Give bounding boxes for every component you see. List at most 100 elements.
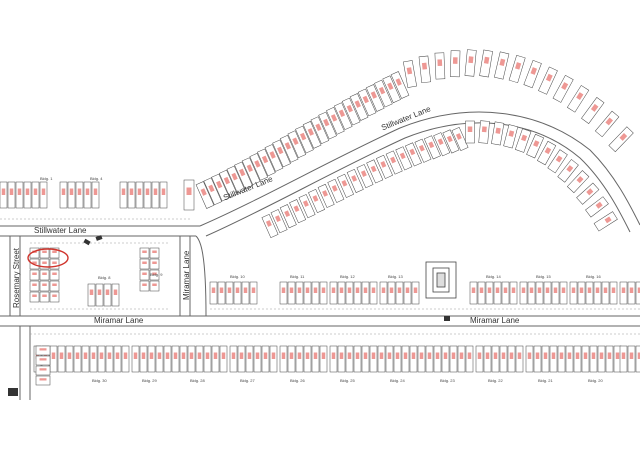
unit-number-mark — [579, 287, 584, 293]
unit-number-mark — [263, 352, 268, 359]
unit-number-mark — [495, 287, 500, 293]
unit-number-mark — [575, 352, 580, 359]
unit-blocks — [0, 49, 640, 386]
unit-number-mark — [595, 287, 600, 293]
unit-number-mark — [599, 352, 604, 359]
unit-number-mark — [535, 352, 540, 359]
unit-number-mark — [254, 160, 261, 168]
unit-number-mark — [607, 352, 612, 359]
unit-number-mark — [521, 134, 528, 142]
unit-number-mark — [32, 294, 37, 297]
unit-number-mark — [142, 283, 147, 286]
unit-number-mark — [213, 352, 218, 359]
unit-number-mark — [32, 272, 37, 275]
unit-number-mark — [455, 133, 462, 140]
unit-number-mark — [25, 188, 30, 195]
unit-number-mark — [443, 352, 448, 359]
unit-number-mark — [312, 195, 319, 202]
unit-number-mark — [97, 289, 102, 295]
unit-number-mark — [289, 287, 294, 293]
unit-number-mark — [629, 352, 634, 359]
unit-number-mark — [157, 352, 162, 359]
unit-number-mark — [284, 210, 291, 218]
building-label: Bldg. 1 — [40, 176, 53, 181]
unit-number-mark — [221, 352, 226, 359]
unit-number-mark — [379, 352, 384, 359]
unit-number-mark — [197, 352, 202, 359]
miramar-lane-vertical-label: Miramar Lane — [182, 250, 191, 300]
unit-number-mark — [621, 352, 626, 359]
unit-number-mark — [331, 185, 338, 192]
building-label: Bldg. 28 — [190, 378, 205, 383]
unit-number-mark — [451, 352, 456, 359]
unit-number-mark — [360, 170, 367, 177]
unit-number-mark — [351, 175, 358, 182]
unit-number-mark — [231, 352, 236, 359]
unit-number-mark — [1, 188, 6, 195]
unit-number-mark — [370, 91, 378, 99]
unit-number-mark — [395, 78, 402, 86]
building-label: Bldg. 9 — [150, 272, 163, 277]
unit-number-mark — [186, 187, 192, 195]
unit-number-mark — [611, 287, 616, 293]
unit-number-mark — [605, 117, 614, 126]
unit-number-mark — [511, 287, 516, 293]
miramar-lane-east-label: Miramar Lane — [470, 316, 520, 325]
unit-number-mark — [261, 155, 269, 164]
unit-number-mark — [91, 352, 96, 359]
building-label: Bldg. 27 — [240, 378, 255, 383]
unit-number-mark — [115, 352, 120, 359]
unit-number-mark — [277, 146, 284, 155]
unit-number-mark — [501, 352, 506, 359]
unit-number-mark — [590, 103, 599, 112]
building-label: Bldg. 14 — [486, 274, 501, 279]
unit-number-mark — [452, 57, 458, 64]
unit-number-mark — [362, 95, 369, 104]
unit-number-mark — [409, 148, 416, 156]
unit-number-mark — [52, 294, 57, 297]
unit-number-mark — [289, 352, 294, 359]
unit-number-mark — [559, 352, 564, 359]
unit-number-mark — [561, 287, 566, 293]
unit-number-mark — [152, 272, 157, 275]
unit-number-mark — [428, 141, 435, 149]
unit-number-mark — [389, 287, 394, 293]
unit-number-mark — [223, 176, 231, 185]
unit-number-mark — [347, 287, 352, 293]
unit-number-mark — [293, 205, 300, 212]
building-label: Bldg. 23 — [440, 378, 455, 383]
unit-number-mark — [239, 168, 246, 177]
unit-number-mark — [243, 287, 248, 293]
unit-number-mark — [142, 272, 147, 275]
unit-number-mark — [246, 164, 253, 172]
unit-number-mark — [105, 289, 110, 295]
building-label: Bldg. 30 — [92, 378, 107, 383]
unit-number-mark — [216, 180, 223, 189]
unit-number-mark — [208, 184, 215, 193]
unit-number-mark — [403, 352, 408, 359]
unit-number-mark — [32, 283, 37, 286]
unit-number-mark — [152, 261, 157, 264]
unit-number-mark — [9, 188, 14, 195]
unit-number-mark — [52, 283, 57, 286]
unit-number-mark — [297, 287, 302, 293]
unit-number-mark — [313, 352, 318, 359]
unit-number-mark — [551, 352, 556, 359]
unit-number-mark — [437, 138, 444, 146]
building-label: Bldg. 25 — [340, 378, 355, 383]
building-label: Bldg. 26 — [290, 378, 305, 383]
unit-number-mark — [567, 352, 572, 359]
unit-number-mark — [51, 352, 56, 359]
unit-number-mark — [17, 188, 22, 195]
unit-number-mark — [468, 56, 474, 64]
unit-number-mark — [205, 352, 210, 359]
unit-number-mark — [363, 352, 368, 359]
stillwater-lane-west-label: Stillwater Lane — [34, 226, 87, 235]
unit-number-mark — [591, 352, 596, 359]
unit-number-mark — [533, 140, 540, 148]
unit-number-mark — [121, 188, 126, 195]
unit-number-mark — [355, 287, 360, 293]
unit-number-mark — [477, 352, 482, 359]
